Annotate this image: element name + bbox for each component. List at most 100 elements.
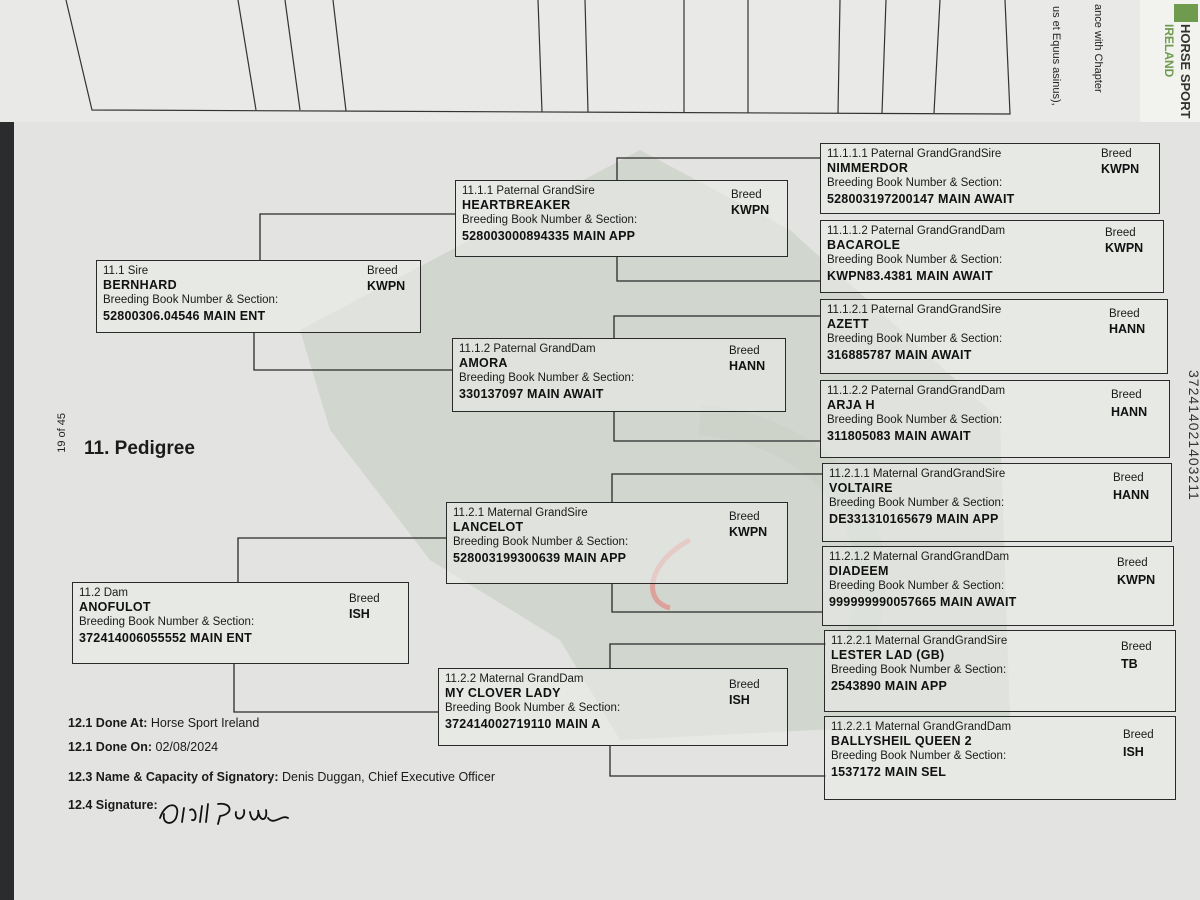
horse-sport-ireland-logo <box>1174 4 1198 22</box>
done-at-line: 12.1 Done At: Horse Sport Ireland <box>68 716 259 730</box>
breed-value: HANN <box>729 359 766 373</box>
done-on-value: 02/08/2024 <box>155 740 219 754</box>
box-title: 11.2.2.1 Maternal GrandGrandSire <box>831 635 1008 647</box>
box-title: 11.1.2.2 Paternal GrandGrandDam <box>827 385 1006 397</box>
breeding-book-number: 330137097 MAIN AWAIT <box>459 387 604 401</box>
pedigree-box-maternal-grandgranddam-2: 11.2.2.1 Maternal GrandGrandDam BALLYSHE… <box>824 716 1176 800</box>
box-title: 11.1 Sire <box>103 265 149 277</box>
box-title: 11.2.1.1 Maternal GrandGrandSire <box>829 468 1006 480</box>
breed-label: Breed <box>729 345 760 357</box>
pedigree-box-maternal-grandgranddam-1: 11.2.1.2 Maternal GrandGrandDam DIADEEM … <box>822 546 1174 626</box>
pedigree-box-paternal-grandgranddam-2: 11.1.2.2 Paternal GrandGrandDam ARJA H B… <box>820 380 1170 458</box>
breeding-book-number: 999999990057665 MAIN AWAIT <box>829 595 1017 609</box>
box-title: 11.2 Dam <box>79 587 129 599</box>
pedigree-box-paternal-grandsire: 11.1.1 Paternal GrandSire HEARTBREAKER B… <box>455 180 788 257</box>
breed-label: Breed <box>1109 308 1140 320</box>
pedigree-box-paternal-grandgrandsire-1: 11.1.1.1 Paternal GrandGrandSire NIMMERD… <box>820 143 1160 214</box>
page-edge-code: 372414021403211 <box>1186 370 1200 501</box>
horse-name: LANCELOT <box>453 520 524 534</box>
box-title: 11.1.1 Paternal GrandSire <box>462 185 595 197</box>
box-title: 11.2.1.2 Maternal GrandGrandDam <box>829 551 1010 563</box>
horse-name: BERNHARD <box>103 278 177 292</box>
done-at-value: Horse Sport Ireland <box>150 716 260 730</box>
box-title: 11.1.1.1 Paternal GrandGrandSire <box>827 148 1002 160</box>
horse-name: MY CLOVER LADY <box>445 686 561 700</box>
breed-value: ISH <box>729 693 750 707</box>
breed-label: Breed <box>367 265 398 277</box>
horse-name: NIMMERDOR <box>827 161 909 175</box>
breed-label: Breed <box>731 189 762 201</box>
previous-page-text-fragment-1: ance with Chapter <box>1092 4 1104 93</box>
pedigree-box-maternal-grandsire: 11.2.1 Maternal GrandSire LANCELOT Breed… <box>446 502 788 584</box>
pedigree-box-sire: 11.1 Sire BERNHARD Breeding Book Number … <box>96 260 421 333</box>
horse-name: LESTER LAD (GB) <box>831 648 945 662</box>
breed-value: KWPN <box>1101 162 1140 176</box>
breeding-book-label: Breeding Book Number & Section: <box>103 294 279 306</box>
horse-name: AMORA <box>459 356 508 370</box>
previous-page-table <box>65 0 1011 115</box>
brand-name-line1: HORSE SPORT <box>1178 24 1193 119</box>
breed-value: KWPN <box>1117 573 1156 587</box>
breed-label: Breed <box>729 679 760 691</box>
box-title: 11.1.1.2 Paternal GrandGrandDam <box>827 225 1006 237</box>
pedigree-box-paternal-granddam: 11.1.2 Paternal GrandDam AMORA Breeding … <box>452 338 786 412</box>
breed-value: TB <box>1121 657 1138 671</box>
breed-label: Breed <box>349 593 380 605</box>
breed-value: KWPN <box>367 279 406 293</box>
breeding-book-number: 2543890 MAIN APP <box>831 679 947 693</box>
pedigree-box-maternal-grandgrandsire-2: 11.2.2.1 Maternal GrandGrandSire LESTER … <box>824 630 1176 712</box>
previous-page: HORSE SPORT IRELAND ance with Chapter us… <box>0 0 1200 122</box>
pedigree-box-paternal-grandgranddam-1: 11.1.1.2 Paternal GrandGrandDam BACAROLE… <box>820 220 1164 293</box>
horse-name: VOLTAIRE <box>829 481 893 495</box>
box-title: 11.2.2.1 Maternal GrandGrandDam <box>831 721 1012 733</box>
horse-name: DIADEEM <box>829 564 889 578</box>
pedigree-box-paternal-grandgrandsire-2: 11.1.2.1 Paternal GrandGrandSire AZETT B… <box>820 299 1168 374</box>
breeding-book-label: Breeding Book Number & Section: <box>462 214 638 226</box>
breed-label: Breed <box>1117 557 1148 569</box>
breed-label: Breed <box>729 511 760 523</box>
breed-value: KWPN <box>1105 241 1144 255</box>
breeding-book-label: Breeding Book Number & Section: <box>79 616 255 628</box>
breed-label: Breed <box>1111 389 1142 401</box>
breeding-book-label: Breeding Book Number & Section: <box>827 333 1003 345</box>
breeding-book-number: 52800306.04546 MAIN ENT <box>103 309 266 323</box>
breeding-book-number: KWPN83.4381 MAIN AWAIT <box>827 269 993 283</box>
breed-label: Breed <box>1121 641 1152 653</box>
breed-label: Breed <box>1105 227 1136 239</box>
breed-label: Breed <box>1101 148 1132 160</box>
breed-label: Breed <box>1113 472 1144 484</box>
section-title: 11. Pedigree <box>84 438 195 459</box>
signatory-value: Denis Duggan, Chief Executive Officer <box>281 770 496 784</box>
breed-value: KWPN <box>729 525 768 539</box>
done-at-label: 12.1 Done At: <box>68 716 148 730</box>
breeding-book-number: 311805083 MAIN AWAIT <box>827 429 971 443</box>
horse-name: BALLYSHEIL QUEEN 2 <box>831 734 972 748</box>
breeding-book-label: Breeding Book Number & Section: <box>459 372 635 384</box>
breeding-book-label: Breeding Book Number & Section: <box>831 664 1007 676</box>
breed-value: HANN <box>1109 322 1146 336</box>
breeding-book-label: Breeding Book Number & Section: <box>827 177 1003 189</box>
logo-strip: HORSE SPORT IRELAND <box>1140 0 1200 122</box>
box-title: 11.1.2 Paternal GrandDam <box>459 343 596 355</box>
pedigree-box-maternal-granddam: 11.2.2 Maternal GrandDam MY CLOVER LADY … <box>438 668 788 746</box>
breed-label: Breed <box>1123 729 1154 741</box>
breeding-book-number: 1537172 MAIN SEL <box>831 765 947 779</box>
breeding-book-label: Breeding Book Number & Section: <box>829 580 1005 592</box>
horse-name: ANOFULOT <box>79 600 151 614</box>
handwritten-signature <box>159 802 289 825</box>
brand-name-line2: IRELAND <box>1162 24 1176 78</box>
breeding-book-label: Breeding Book Number & Section: <box>829 497 1005 509</box>
signature-label: 12.4 Signature: <box>68 798 158 812</box>
breed-value: ISH <box>349 607 370 621</box>
breeding-book-number: 316885787 MAIN AWAIT <box>827 348 972 362</box>
done-on-label: 12.1 Done On: <box>68 740 153 754</box>
breeding-book-number: 528003199300639 MAIN APP <box>453 551 627 565</box>
pedigree-box-dam: 11.2 Dam ANOFULOT Breeding Book Number &… <box>72 582 409 664</box>
pedigree-box-maternal-grandgrandsire-1: 11.2.1.1 Maternal GrandGrandSire VOLTAIR… <box>822 463 1172 542</box>
breed-value: KWPN <box>731 203 770 217</box>
breeding-book-label: Breeding Book Number & Section: <box>827 414 1003 426</box>
breeding-book-label: Breeding Book Number & Section: <box>453 536 629 548</box>
breeding-book-number: DE331310165679 MAIN APP <box>829 512 999 526</box>
box-title: 11.2.1 Maternal GrandSire <box>453 507 588 519</box>
signature-line: 12.4 Signature: <box>68 798 158 812</box>
